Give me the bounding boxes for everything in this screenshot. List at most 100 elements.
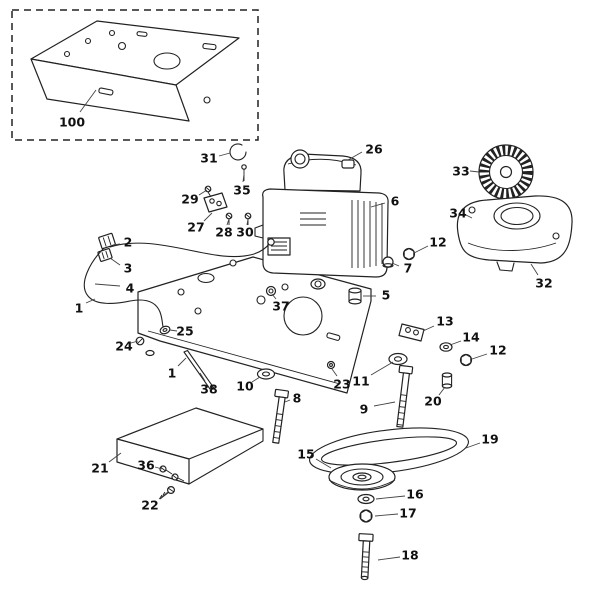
part-number-label: 10 bbox=[236, 378, 254, 393]
leader-line bbox=[374, 513, 399, 517]
bolt-shaft bbox=[396, 372, 410, 428]
bracket-13-hole bbox=[405, 327, 411, 333]
nut-12a-hex bbox=[403, 247, 415, 261]
part-number-label: 2 bbox=[124, 234, 133, 249]
part-number-label: 12 bbox=[489, 342, 506, 357]
part-number-label: 100 bbox=[59, 114, 85, 129]
engine-vents bbox=[300, 212, 326, 226]
leader-line bbox=[94, 283, 121, 287]
bracket-13-hole bbox=[413, 329, 419, 336]
leader-line bbox=[370, 361, 394, 376]
clamp-25 bbox=[159, 325, 171, 335]
leader-line bbox=[218, 152, 231, 157]
fuel-cap bbox=[290, 149, 310, 169]
washer-10-hole bbox=[261, 371, 271, 377]
part-number-label: 1 bbox=[75, 300, 84, 315]
bracket-13 bbox=[398, 323, 425, 342]
wire-terminal bbox=[267, 238, 275, 246]
leader-line bbox=[391, 262, 400, 267]
part-number-label: 1 bbox=[168, 365, 177, 380]
part-number-label: 20 bbox=[424, 393, 442, 408]
engine-block bbox=[262, 188, 389, 278]
housing-opening-inner bbox=[500, 206, 534, 226]
part-number-label: 22 bbox=[141, 497, 158, 512]
leader-line bbox=[109, 257, 121, 266]
part-number-label: 38 bbox=[200, 381, 217, 396]
grommet-37 bbox=[265, 285, 277, 297]
spacer-bottom bbox=[441, 383, 453, 389]
leader-line bbox=[331, 368, 338, 377]
leader-line bbox=[449, 340, 462, 346]
screw-29-detail bbox=[205, 186, 212, 198]
recoil-inner-ring bbox=[488, 154, 524, 190]
spacer-top bbox=[441, 372, 453, 378]
part-number-label: 26 bbox=[365, 141, 383, 156]
cover-hole bbox=[63, 50, 71, 58]
deck-fold-line bbox=[147, 330, 341, 385]
leader-line bbox=[199, 372, 206, 382]
leader-line bbox=[158, 491, 169, 500]
housing-boss bbox=[468, 206, 476, 214]
deck-plate bbox=[137, 256, 372, 394]
part-number-label: 11 bbox=[352, 373, 369, 388]
housing-tab bbox=[496, 261, 515, 272]
part-number-label: 18 bbox=[401, 547, 418, 562]
bolt-threads bbox=[273, 413, 283, 439]
bracket-hole bbox=[209, 198, 215, 204]
cover-slot bbox=[136, 31, 148, 37]
cover-slot bbox=[202, 42, 217, 51]
leader-line bbox=[375, 495, 406, 500]
part-number-label: 7 bbox=[404, 260, 413, 275]
recoil-hub bbox=[499, 165, 513, 179]
leader-line bbox=[530, 263, 539, 276]
cap-nut-7 bbox=[382, 256, 394, 268]
leader-line bbox=[246, 218, 249, 226]
bolt-threads bbox=[397, 394, 407, 426]
deck-hole bbox=[281, 283, 289, 291]
part-number-label: 21 bbox=[91, 460, 108, 475]
bolt-shaft bbox=[360, 540, 371, 579]
leader-line bbox=[203, 212, 213, 222]
part-number-label: 24 bbox=[115, 338, 133, 353]
engine bbox=[254, 149, 389, 290]
deck-hole bbox=[229, 259, 237, 267]
bolt-18 bbox=[358, 533, 374, 581]
washer-16-hole bbox=[362, 496, 370, 502]
leader-line bbox=[242, 173, 245, 183]
leader-line bbox=[112, 243, 121, 246]
connector-body bbox=[97, 248, 113, 262]
cover-hole bbox=[117, 41, 127, 51]
clip-31 bbox=[229, 143, 247, 161]
pulley-depth bbox=[328, 479, 396, 490]
spacer-sides bbox=[441, 374, 453, 387]
connector-3 bbox=[97, 248, 113, 262]
leader-line bbox=[130, 340, 139, 344]
part-number-label: 31 bbox=[200, 150, 217, 165]
cover-inset bbox=[11, 9, 259, 141]
part-number-label: 36 bbox=[137, 457, 155, 472]
part-number-label: 25 bbox=[176, 323, 193, 338]
spacer-5 bbox=[348, 287, 362, 305]
part-number-label: 14 bbox=[462, 329, 480, 344]
washer-10 bbox=[256, 368, 276, 380]
part-number-label: 8 bbox=[293, 390, 302, 405]
part-number-label: 35 bbox=[233, 182, 250, 197]
screw-36b-detail bbox=[172, 474, 185, 482]
part-number-label: 33 bbox=[452, 163, 469, 178]
spacer-20 bbox=[441, 372, 453, 389]
pulley-hub bbox=[352, 472, 372, 482]
fuel-cap-inner bbox=[294, 153, 306, 165]
cylinder-fins bbox=[351, 200, 383, 268]
washer-16 bbox=[357, 493, 375, 505]
washer-14-hole bbox=[443, 344, 449, 350]
screw-24-slot bbox=[136, 337, 144, 345]
nut-17-hex bbox=[360, 509, 372, 523]
spark-plug-wire bbox=[109, 242, 271, 258]
part-number-label: 6 bbox=[391, 193, 400, 208]
clamp-25-hole bbox=[162, 328, 168, 332]
belt-inner bbox=[320, 436, 458, 466]
bolt-head bbox=[358, 533, 374, 542]
spacer-bottom bbox=[348, 298, 362, 305]
part-number-label: 19 bbox=[481, 431, 498, 446]
